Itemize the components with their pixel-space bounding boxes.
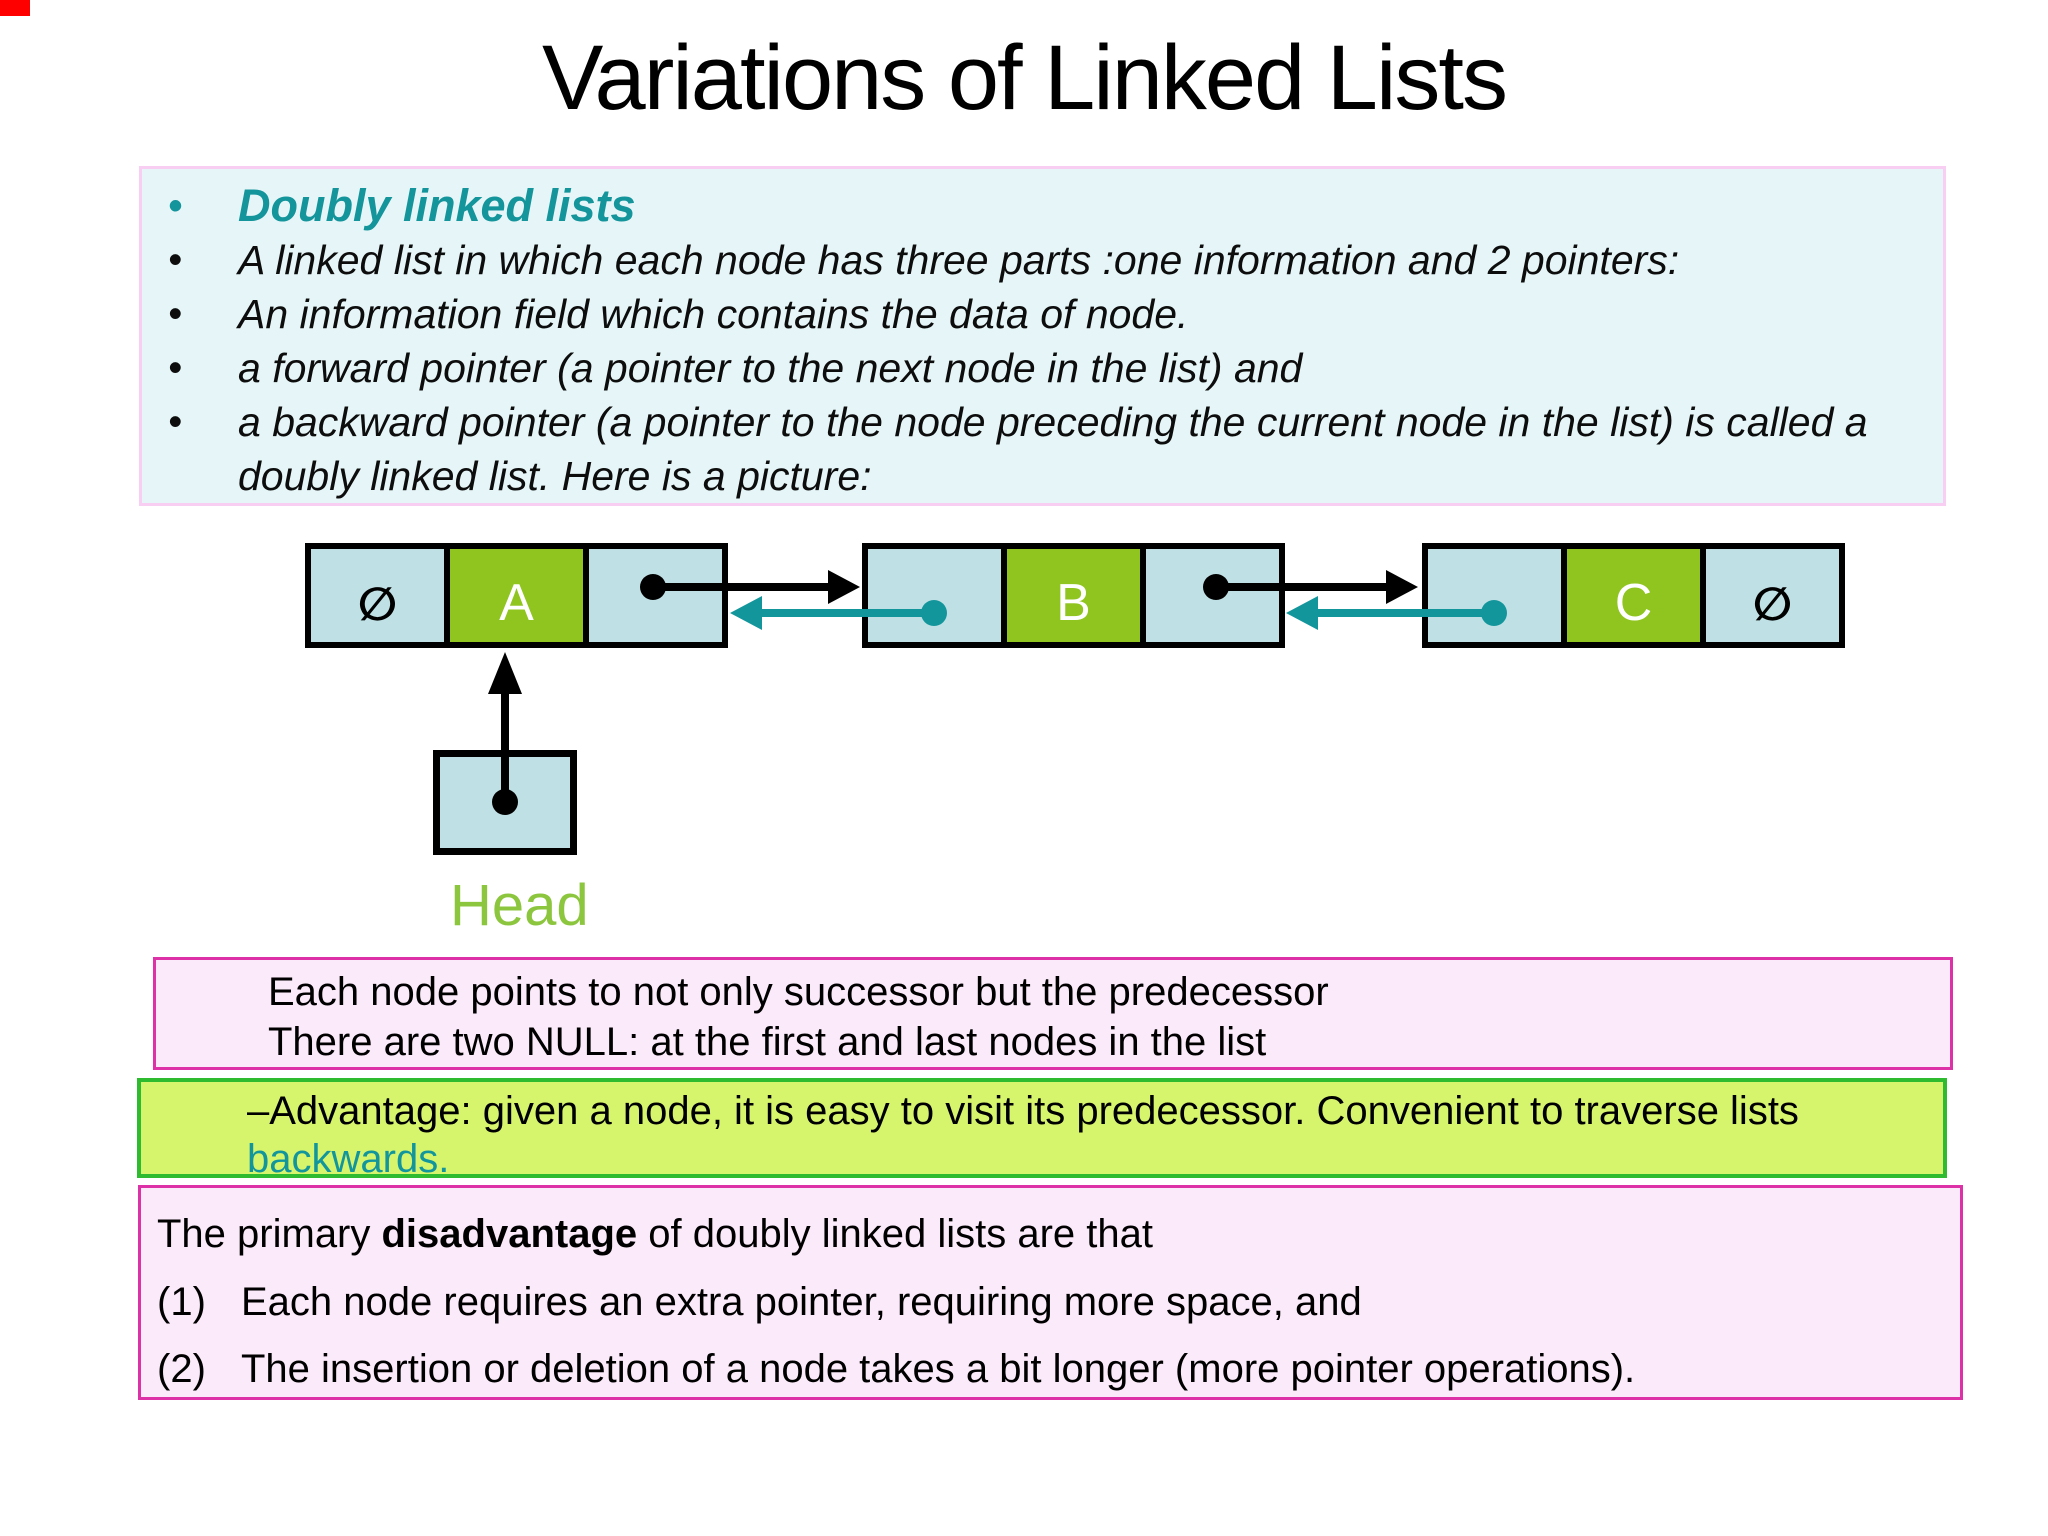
bullet-forward-pointer: a forward pointer (a pointer to the next… [142,341,1943,395]
note-line-1: Each node points to not only successor b… [268,970,1329,1014]
node-b-label: B [1056,573,1091,632]
node-a-back-pointer-cell: ∅ [311,549,444,642]
node-c-label: C [1614,573,1653,632]
backward-arrowhead-b-to-a [730,596,762,630]
screen-corner-artifact [0,0,30,16]
page-title: Variations of Linked Lists [542,27,1508,129]
head-pointer-box [433,750,577,855]
disadvantage-item-2-number: (2) [157,1347,206,1391]
disadvantage-item-1: (1) Each node requires an extra pointer,… [157,1278,1960,1326]
advantage-highlight: backwards. [247,1137,450,1181]
advantage-box: –Advantage: given a node, it is easy to … [137,1078,1947,1181]
bullet-backward-pointer: a backward pointer (a pointer to the nod… [142,395,1943,503]
head-label: Head [450,873,589,938]
disadvantage-item-1-text: Each node requires an extra pointer, req… [241,1280,1362,1324]
backward-arrowhead-c-to-b [1286,596,1318,630]
disadvantage-item-1-number: (1) [157,1280,206,1324]
disadvantage-intro-suffix: of doubly linked lists are that [637,1212,1153,1256]
null-symbol: ∅ [357,576,398,631]
node-c-back-pointer-cell [1428,549,1561,642]
intro-bullet-list: Doubly linked lists A linked list in whi… [142,179,1943,503]
bullet-information-field: An information field which contains the … [142,287,1943,341]
node-b-back-pointer-cell [868,549,1001,642]
bullet-doubly-linked-lists: Doubly linked lists [142,179,1943,233]
forward-arrowhead-a-to-b [828,570,860,604]
node-a-label: A [499,573,534,632]
head-arrowhead [488,652,522,694]
intro-box: Doubly linked lists A linked list in whi… [139,166,1946,506]
node-b-data-cell: B [1007,549,1140,642]
forward-arrowhead-b-to-c [1386,570,1418,604]
node-c-data-cell: C [1567,549,1700,642]
node-c-null-cell: ∅ [1706,549,1839,642]
bullet-definition: A linked list in which each node has thr… [142,233,1943,287]
note-box: Each node points to not only successor b… [153,957,1953,1070]
list-node-a: ∅ A [305,543,728,648]
disadvantage-intro: The primary disadvantage of doubly linke… [157,1210,1960,1258]
list-node-c: C ∅ [1422,543,1845,648]
node-a-next-pointer-cell [589,549,722,642]
disadvantage-box: The primary disadvantage of doubly linke… [138,1185,1963,1400]
list-node-b: B [862,543,1285,648]
node-a-data-cell: A [450,549,583,642]
disadvantage-item-2: (2) The insertion or deletion of a node … [157,1345,1960,1393]
null-symbol: ∅ [1752,576,1793,631]
disadvantage-item-2-text: The insertion or deletion of a node take… [241,1347,1636,1391]
advantage-line: –Advantage: given a node, it is easy to … [247,1089,1799,1133]
disadvantage-intro-bold: disadvantage [381,1212,638,1256]
note-line-2: There are two NULL: at the first and las… [268,1020,1267,1064]
disadvantage-intro-prefix: The primary [157,1212,382,1256]
node-b-next-pointer-cell [1146,549,1279,642]
